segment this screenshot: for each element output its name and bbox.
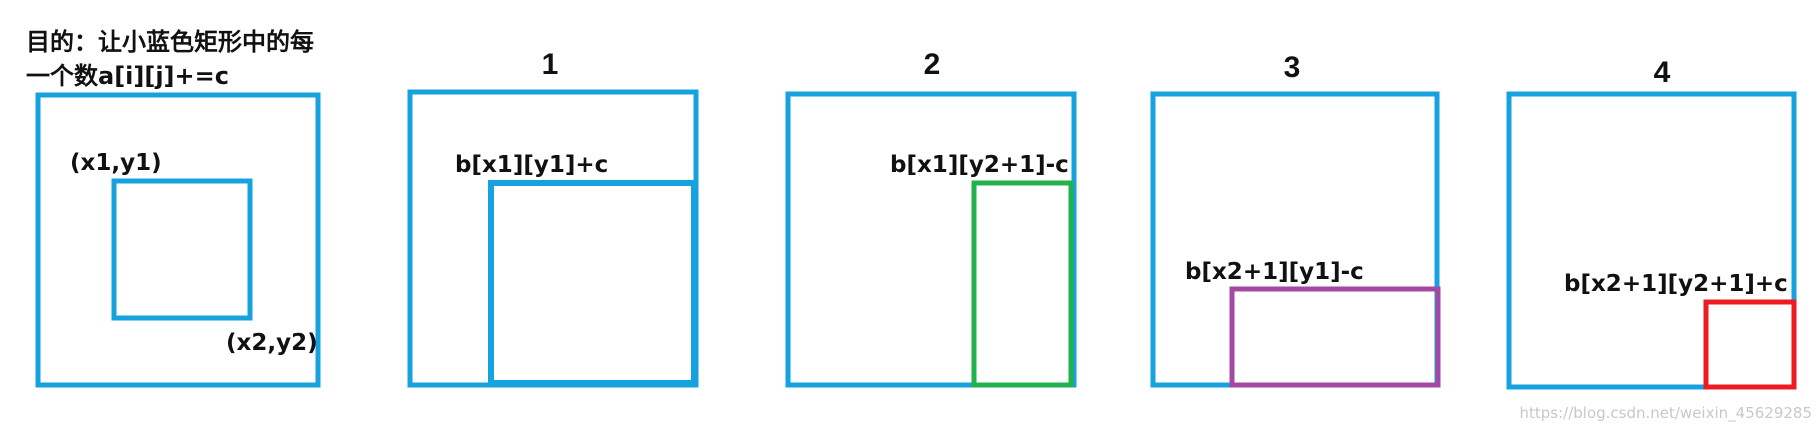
corner-label-bottom-right: (x2,y2) [226,330,318,356]
panel-number: 4 [1654,56,1671,89]
operation-label: b[x1][y1]+c [455,152,608,178]
panel-4: 4 b[x2+1][y2+1]+c [1506,56,1797,390]
inner-blue-rect [111,178,253,321]
panel-1: 1 b[x1][y1]+c [407,48,699,388]
panel-0: (x1,y1) (x2,y2) [35,92,321,388]
outer-rect [35,92,321,388]
outer-rect [1506,91,1797,390]
red-region-rect [1703,299,1797,390]
corner-label-top-left: (x1,y1) [70,150,162,176]
panel-3: 3 b[x2+1][y1]-c [1150,51,1441,388]
goal-text-line1: 目的：让小蓝色矩形中的每 [26,28,314,56]
blue-region-rect [488,180,697,386]
panel-number: 2 [924,48,941,81]
purple-region-rect [1229,286,1441,388]
panel-number: 1 [542,48,559,81]
panel-number: 3 [1284,51,1301,84]
outer-rect [785,91,1077,388]
goal-text-line2: 一个数a[i][j]+=c [26,62,229,90]
panel-2: 2 b[x1][y2+1]-c [785,48,1077,388]
operation-label: b[x1][y2+1]-c [890,152,1069,178]
operation-label: b[x2+1][y1]-c [1185,259,1364,285]
green-region-rect [971,180,1074,388]
outer-rect [1150,91,1440,388]
watermark: https://blog.csdn.net/weixin_45629285 [1519,404,1812,423]
operation-label: b[x2+1][y2+1]+c [1564,271,1788,297]
outer-rect [407,89,699,388]
